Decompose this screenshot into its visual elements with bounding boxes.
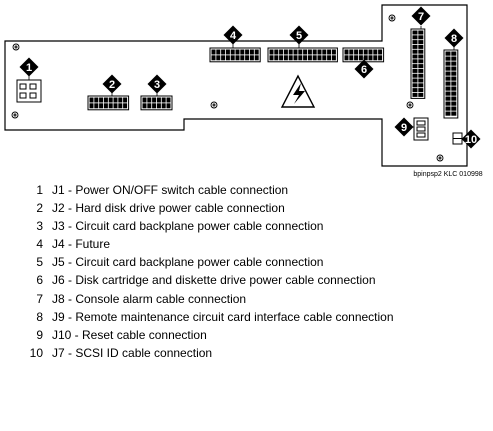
- j5-connector: [267, 47, 338, 63]
- callout-number: 2: [109, 79, 115, 91]
- j6-connector: [342, 47, 385, 63]
- legend-item: 2 J2 - Hard disk drive power cable connec…: [26, 199, 394, 217]
- j8-connector: [410, 28, 426, 99]
- mounting-hole: [388, 14, 396, 22]
- j1-connector: [16, 79, 42, 103]
- legend-text: J7 - SCSI ID cable connection: [52, 345, 213, 360]
- legend-item: 3 J3 - Circuit card backplane power cable…: [26, 217, 394, 235]
- callout-number: 8: [451, 33, 457, 45]
- j9-reset-connector: [452, 132, 463, 145]
- legend-text: J9 - Remote maintenance circuit card int…: [52, 309, 394, 324]
- legend-number: 8: [36, 309, 43, 324]
- mounting-hole: [12, 43, 20, 51]
- legend-item: 6 J6 - Disk cartridge and diskette drive …: [26, 271, 394, 289]
- j3-connector: [140, 95, 173, 111]
- legend-item: 5 J5 - Circuit card backplane power cable…: [26, 253, 394, 271]
- legend-list: 1 J1 - Power ON/OFF switch cable connecti…: [26, 181, 394, 362]
- callout-10: 10: [461, 129, 481, 149]
- callout-number: 7: [418, 11, 424, 23]
- legend-number: 2: [36, 201, 43, 216]
- callout-number: 6: [361, 64, 367, 76]
- legend-text: J1 - Power ON/OFF switch cable connectio…: [52, 183, 289, 197]
- legend-text: J5 - Circuit card backplane power cable …: [52, 255, 324, 270]
- callout-8: 8: [444, 28, 464, 48]
- callout-7: 7: [411, 6, 431, 26]
- callout-5: 5: [289, 25, 309, 45]
- legend-text: J2 - Hard disk drive power cable connect…: [52, 201, 285, 216]
- legend-number: 3: [36, 219, 43, 234]
- j2-connector: [87, 95, 130, 111]
- legend-text: J8 - Console alarm cable connection: [52, 291, 247, 306]
- backplane-diagram: 1 2 3 4 5 6 7 8 9 10 bpinpsp2 KLC 010998: [4, 4, 483, 178]
- legend-text: J6 - Disk cartridge and diskette drive p…: [52, 273, 376, 288]
- mounting-hole: [436, 154, 444, 162]
- j9-connector: [443, 49, 459, 119]
- board-outline: [4, 4, 468, 167]
- callout-number: 9: [401, 122, 407, 134]
- legend-text: J10 - Reset cable connection: [52, 327, 207, 342]
- legend-item: 1 J1 - Power ON/OFF switch cable connecti…: [26, 181, 394, 199]
- callout-number: 5: [296, 30, 302, 42]
- high-voltage-warning-icon: [280, 74, 316, 108]
- j10-connector: [413, 117, 429, 141]
- legend-number: 1: [36, 183, 43, 197]
- mounting-hole: [406, 101, 414, 109]
- callout-9: 9: [394, 117, 414, 137]
- mounting-hole: [11, 111, 19, 119]
- legend-item: 8 J9 - Remote maintenance circuit card in…: [26, 308, 394, 326]
- callout-3: 3: [147, 74, 167, 94]
- legend-item: 4 J4 - Future: [26, 235, 394, 253]
- legend-number: 10: [29, 345, 43, 360]
- callout-number: 3: [154, 79, 160, 91]
- callout-number: 1: [26, 62, 32, 74]
- callout-1: 1: [19, 57, 39, 77]
- legend-item: 7 J8 - Console alarm cable connection: [26, 290, 394, 308]
- legend-number: 4: [36, 237, 43, 252]
- legend-item: 9 J10 - Reset cable connection: [26, 326, 394, 344]
- legend-text: J4 - Future: [52, 237, 111, 252]
- callout-number: 4: [230, 30, 237, 42]
- figure-id-label: bpinpsp2 KLC 010998: [413, 171, 482, 178]
- callout-number: 10: [465, 134, 477, 146]
- callout-6: 6: [354, 59, 374, 79]
- j4-connector: [209, 47, 261, 63]
- callout-4: 4: [223, 25, 243, 45]
- mounting-hole: [210, 101, 218, 109]
- legend-text: J3 - Circuit card backplane power cable …: [52, 219, 324, 234]
- callout-2: 2: [102, 74, 122, 94]
- legend-number: 6: [36, 273, 43, 288]
- legend-number: 9: [36, 327, 43, 342]
- legend-number: 7: [36, 291, 43, 306]
- legend-number: 5: [36, 255, 43, 270]
- legend-item: 10 J7 - SCSI ID cable connection: [26, 344, 394, 362]
